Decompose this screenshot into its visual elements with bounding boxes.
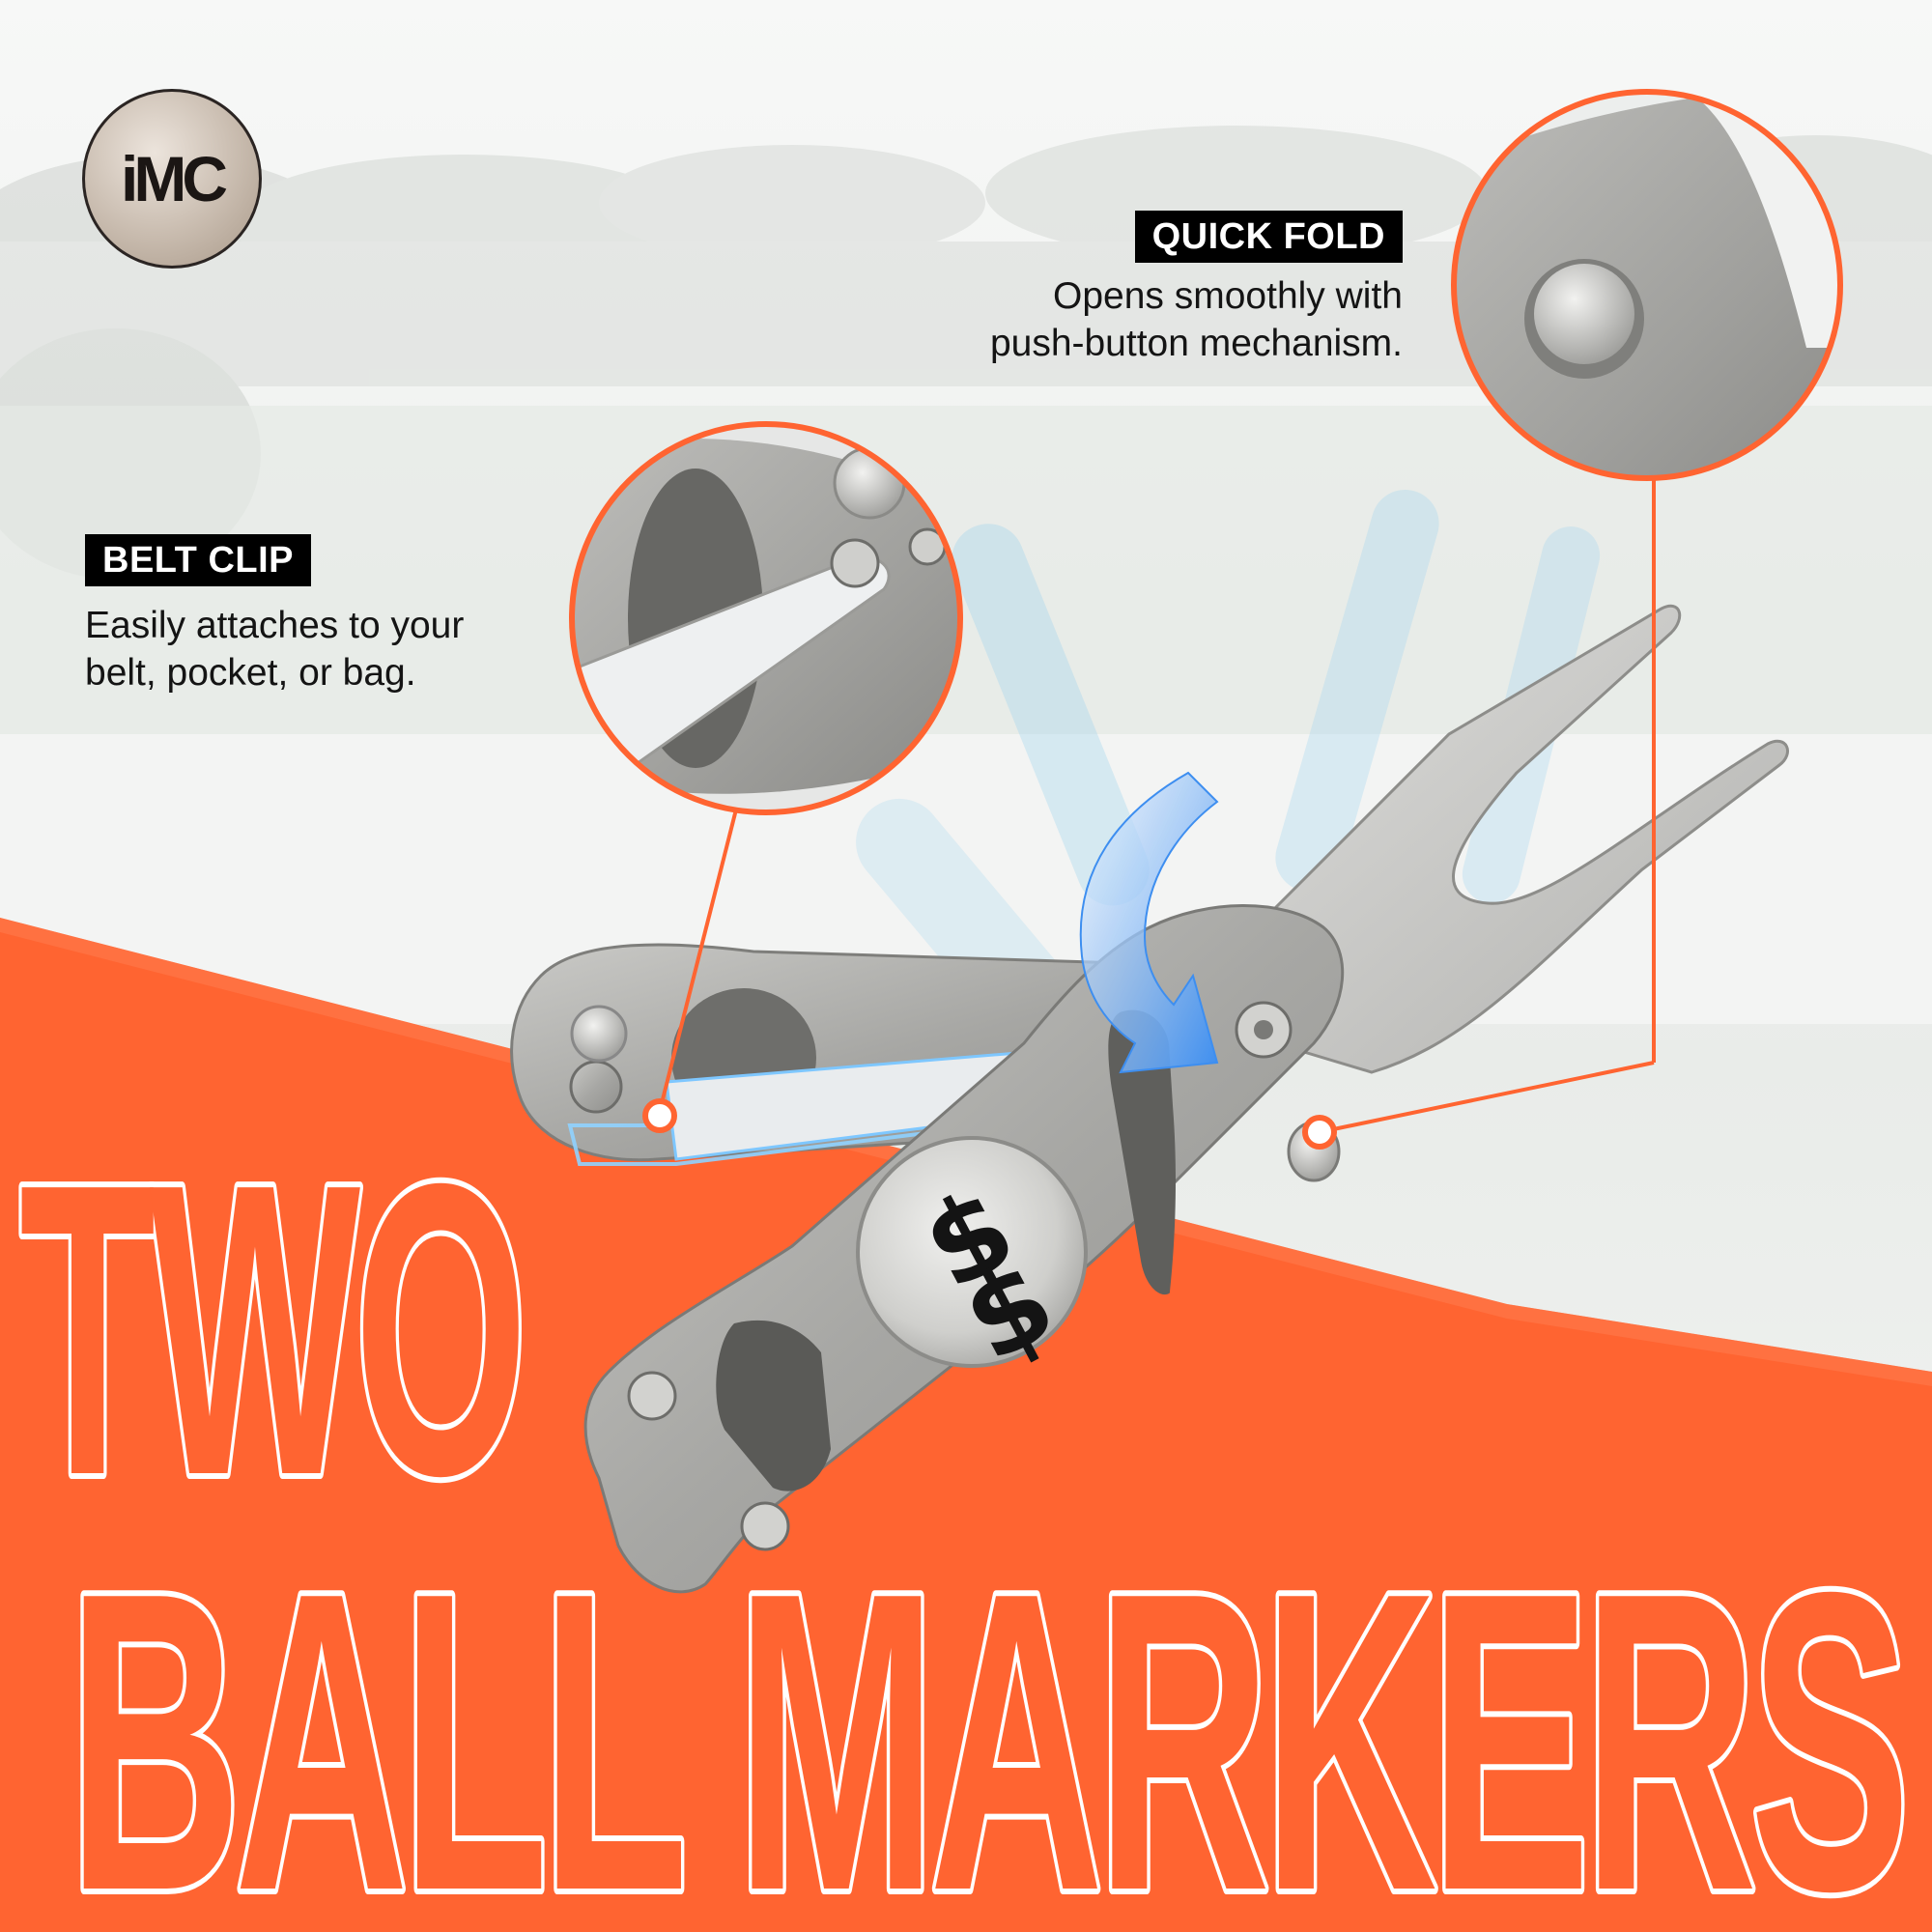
screw-icon <box>740 1501 790 1551</box>
screw-icon <box>569 1060 623 1114</box>
divot-body: $ $ <box>583 904 1345 1594</box>
belt-clip-description-line: belt, pocket, or bag. <box>85 652 416 694</box>
screw-icon <box>627 1371 677 1421</box>
belt-clip-description-line: Easily attaches to your <box>85 605 465 646</box>
quick-fold-title: QUICK FOLD <box>1134 211 1403 263</box>
belt-clip-zoom <box>572 424 960 812</box>
quick-fold-description-line: Opens smoothly with <box>1053 275 1403 317</box>
belt-clip-title: BELT CLIP <box>85 534 312 586</box>
quick-fold-description-line: push-button mechanism. <box>989 323 1403 364</box>
logo-text: iMC <box>121 143 228 214</box>
divot-prongs <box>1254 604 1789 1074</box>
quick-fold-description: Opens smoothly with push-button mechanis… <box>990 272 1403 367</box>
magnet-icon <box>570 1005 628 1063</box>
curved-arrow-icon <box>1079 771 1219 1074</box>
logo-icon: iMC <box>82 89 262 269</box>
ball-marker <box>856 1136 1088 1368</box>
belt-clip-description: Easily attaches to your belt, pocket, or… <box>85 602 464 696</box>
